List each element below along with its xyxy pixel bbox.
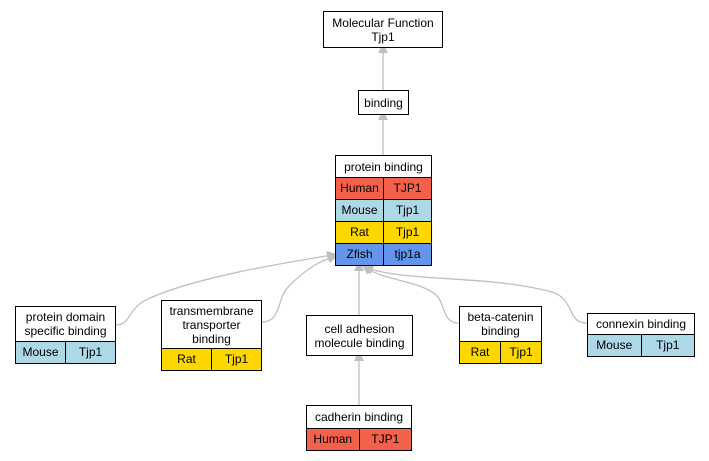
- species-label: Zfish: [346, 247, 373, 261]
- gene-label: Tjp1: [65, 342, 115, 363]
- species-row[interactable]: Rat Tjp1: [336, 221, 431, 243]
- species-row[interactable]: Mouse Tjp1: [16, 341, 115, 363]
- species-row[interactable]: Rat Tjp1: [460, 341, 541, 363]
- gene-label: Tjp1: [383, 200, 431, 221]
- gene-label: Tjp1: [383, 222, 431, 243]
- gene-label: Tjp1: [211, 349, 261, 370]
- species-label: Rat: [177, 352, 196, 366]
- species-label: Mouse: [596, 338, 633, 352]
- gene-label: TJP1: [383, 178, 431, 199]
- node-title: cell adhesion molecule binding: [314, 321, 405, 350]
- species-label: Mouse: [341, 203, 378, 217]
- node-cell-adhesion-molecule-binding[interactable]: cell adhesion molecule binding: [306, 315, 413, 356]
- species-row[interactable]: Mouse Tjp1: [588, 334, 694, 356]
- edge-beta-catenin-to-protein-binding: [361, 265, 460, 324]
- species-row[interactable]: Mouse Tjp1: [336, 199, 431, 221]
- node-title: transmembrane transporter binding: [169, 303, 254, 346]
- species-row[interactable]: Human TJP1: [336, 177, 431, 199]
- node-title: beta-catenin binding: [467, 310, 534, 338]
- species-label: Rat: [470, 345, 490, 359]
- edge-transmembrane-to-protein-binding: [261, 253, 338, 323]
- node-molecular-function[interactable]: Molecular Function Tjp1: [323, 11, 443, 48]
- edge-protein-domain-to-protein-binding: [115, 250, 337, 326]
- gene-label: Tjp1: [640, 335, 695, 356]
- gene-label: tjp1a: [383, 244, 431, 265]
- node-title: Molecular Function Tjp1: [332, 15, 434, 44]
- node-binding[interactable]: binding: [358, 90, 409, 115]
- node-title: cadherin binding: [314, 410, 404, 424]
- node-title: protein domain specific binding: [24, 310, 107, 338]
- edge-connexin-to-protein-binding: [363, 265, 588, 324]
- species-label: Human: [313, 432, 353, 446]
- species-row[interactable]: Human TJP1: [307, 428, 411, 450]
- species-row[interactable]: Rat Tjp1: [162, 348, 261, 370]
- species-row[interactable]: Zfish tjp1a: [336, 243, 431, 265]
- node-title: binding: [364, 95, 403, 110]
- node-title: connexin binding: [595, 317, 687, 331]
- species-label: Mouse: [22, 345, 59, 359]
- species-label: Rat: [350, 225, 369, 239]
- species-label: Human: [340, 181, 379, 195]
- gene-label: Tjp1: [500, 342, 541, 363]
- node-title: protein binding: [344, 159, 423, 174]
- gene-label: TJP1: [358, 429, 412, 450]
